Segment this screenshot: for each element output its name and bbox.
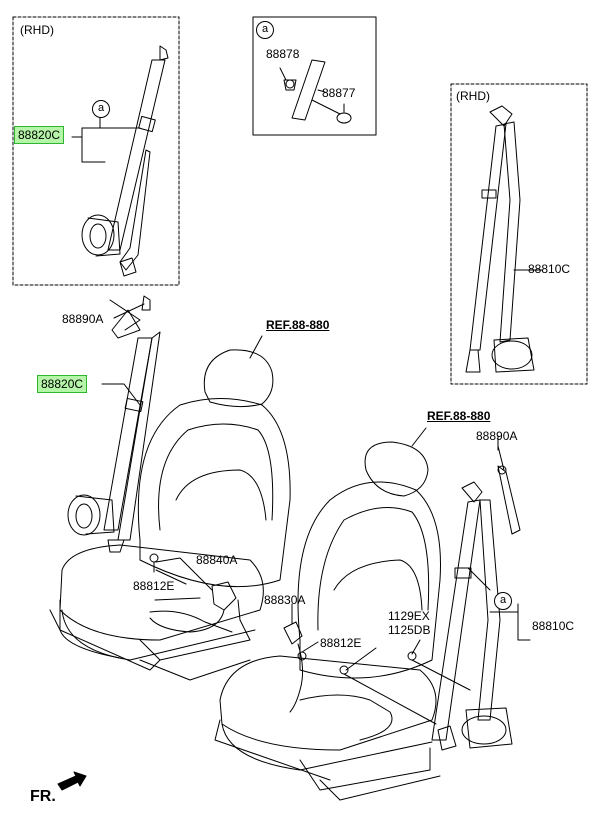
main-callout-a: a (494, 592, 512, 610)
inset-left-part-88820c[interactable]: 88820C (14, 126, 65, 144)
part-88877[interactable]: 88877 (322, 86, 356, 100)
part-88830a[interactable]: 88830A (264, 593, 306, 607)
inset-left-belt (71, 45, 169, 277)
part-88878[interactable]: 88878 (266, 47, 300, 61)
ref-88-880-left[interactable]: REF.88-880 (266, 318, 330, 332)
inset-detail-parts (279, 59, 352, 124)
front-direction-label: FR. (30, 788, 56, 805)
inset-left-region-label: (RHD) (20, 23, 54, 37)
inset-rhd-left-box (12, 16, 180, 286)
part-88810c-main[interactable]: 88810C (532, 619, 575, 633)
inset-right-belt (465, 105, 535, 373)
inset-right-region-label: (RHD) (456, 89, 490, 103)
ref-88-880-right[interactable]: REF.88-880 (427, 409, 491, 423)
right-belt-main (431, 465, 521, 751)
front-arrow-icon (57, 771, 87, 791)
part-1129ex[interactable]: 1129EX (388, 609, 430, 623)
inset-right-part-88810c[interactable]: 88810C (528, 262, 571, 276)
part-88840a[interactable]: 88840A (196, 553, 238, 567)
part-88812e-left[interactable]: 88812E (133, 579, 175, 593)
part-88812e-right[interactable]: 88812E (320, 636, 362, 650)
inset-left-callout-a: a (92, 100, 110, 118)
inset-rhd-right-box (450, 83, 588, 385)
left-seat (49, 349, 291, 681)
leader-lines (101, 269, 543, 671)
part-88890a-left[interactable]: 88890A (62, 312, 104, 326)
inset-detail-box (252, 16, 377, 136)
left-buckle (149, 553, 241, 633)
part-1125db[interactable]: 1125DB (388, 623, 431, 637)
inset-detail-callout-a: a (256, 21, 274, 39)
left-belt-main (67, 295, 161, 553)
right-seat (214, 441, 441, 801)
part-88820c-main[interactable]: 88820C (37, 375, 88, 393)
part-88890a-right[interactable]: 88890A (476, 429, 518, 443)
